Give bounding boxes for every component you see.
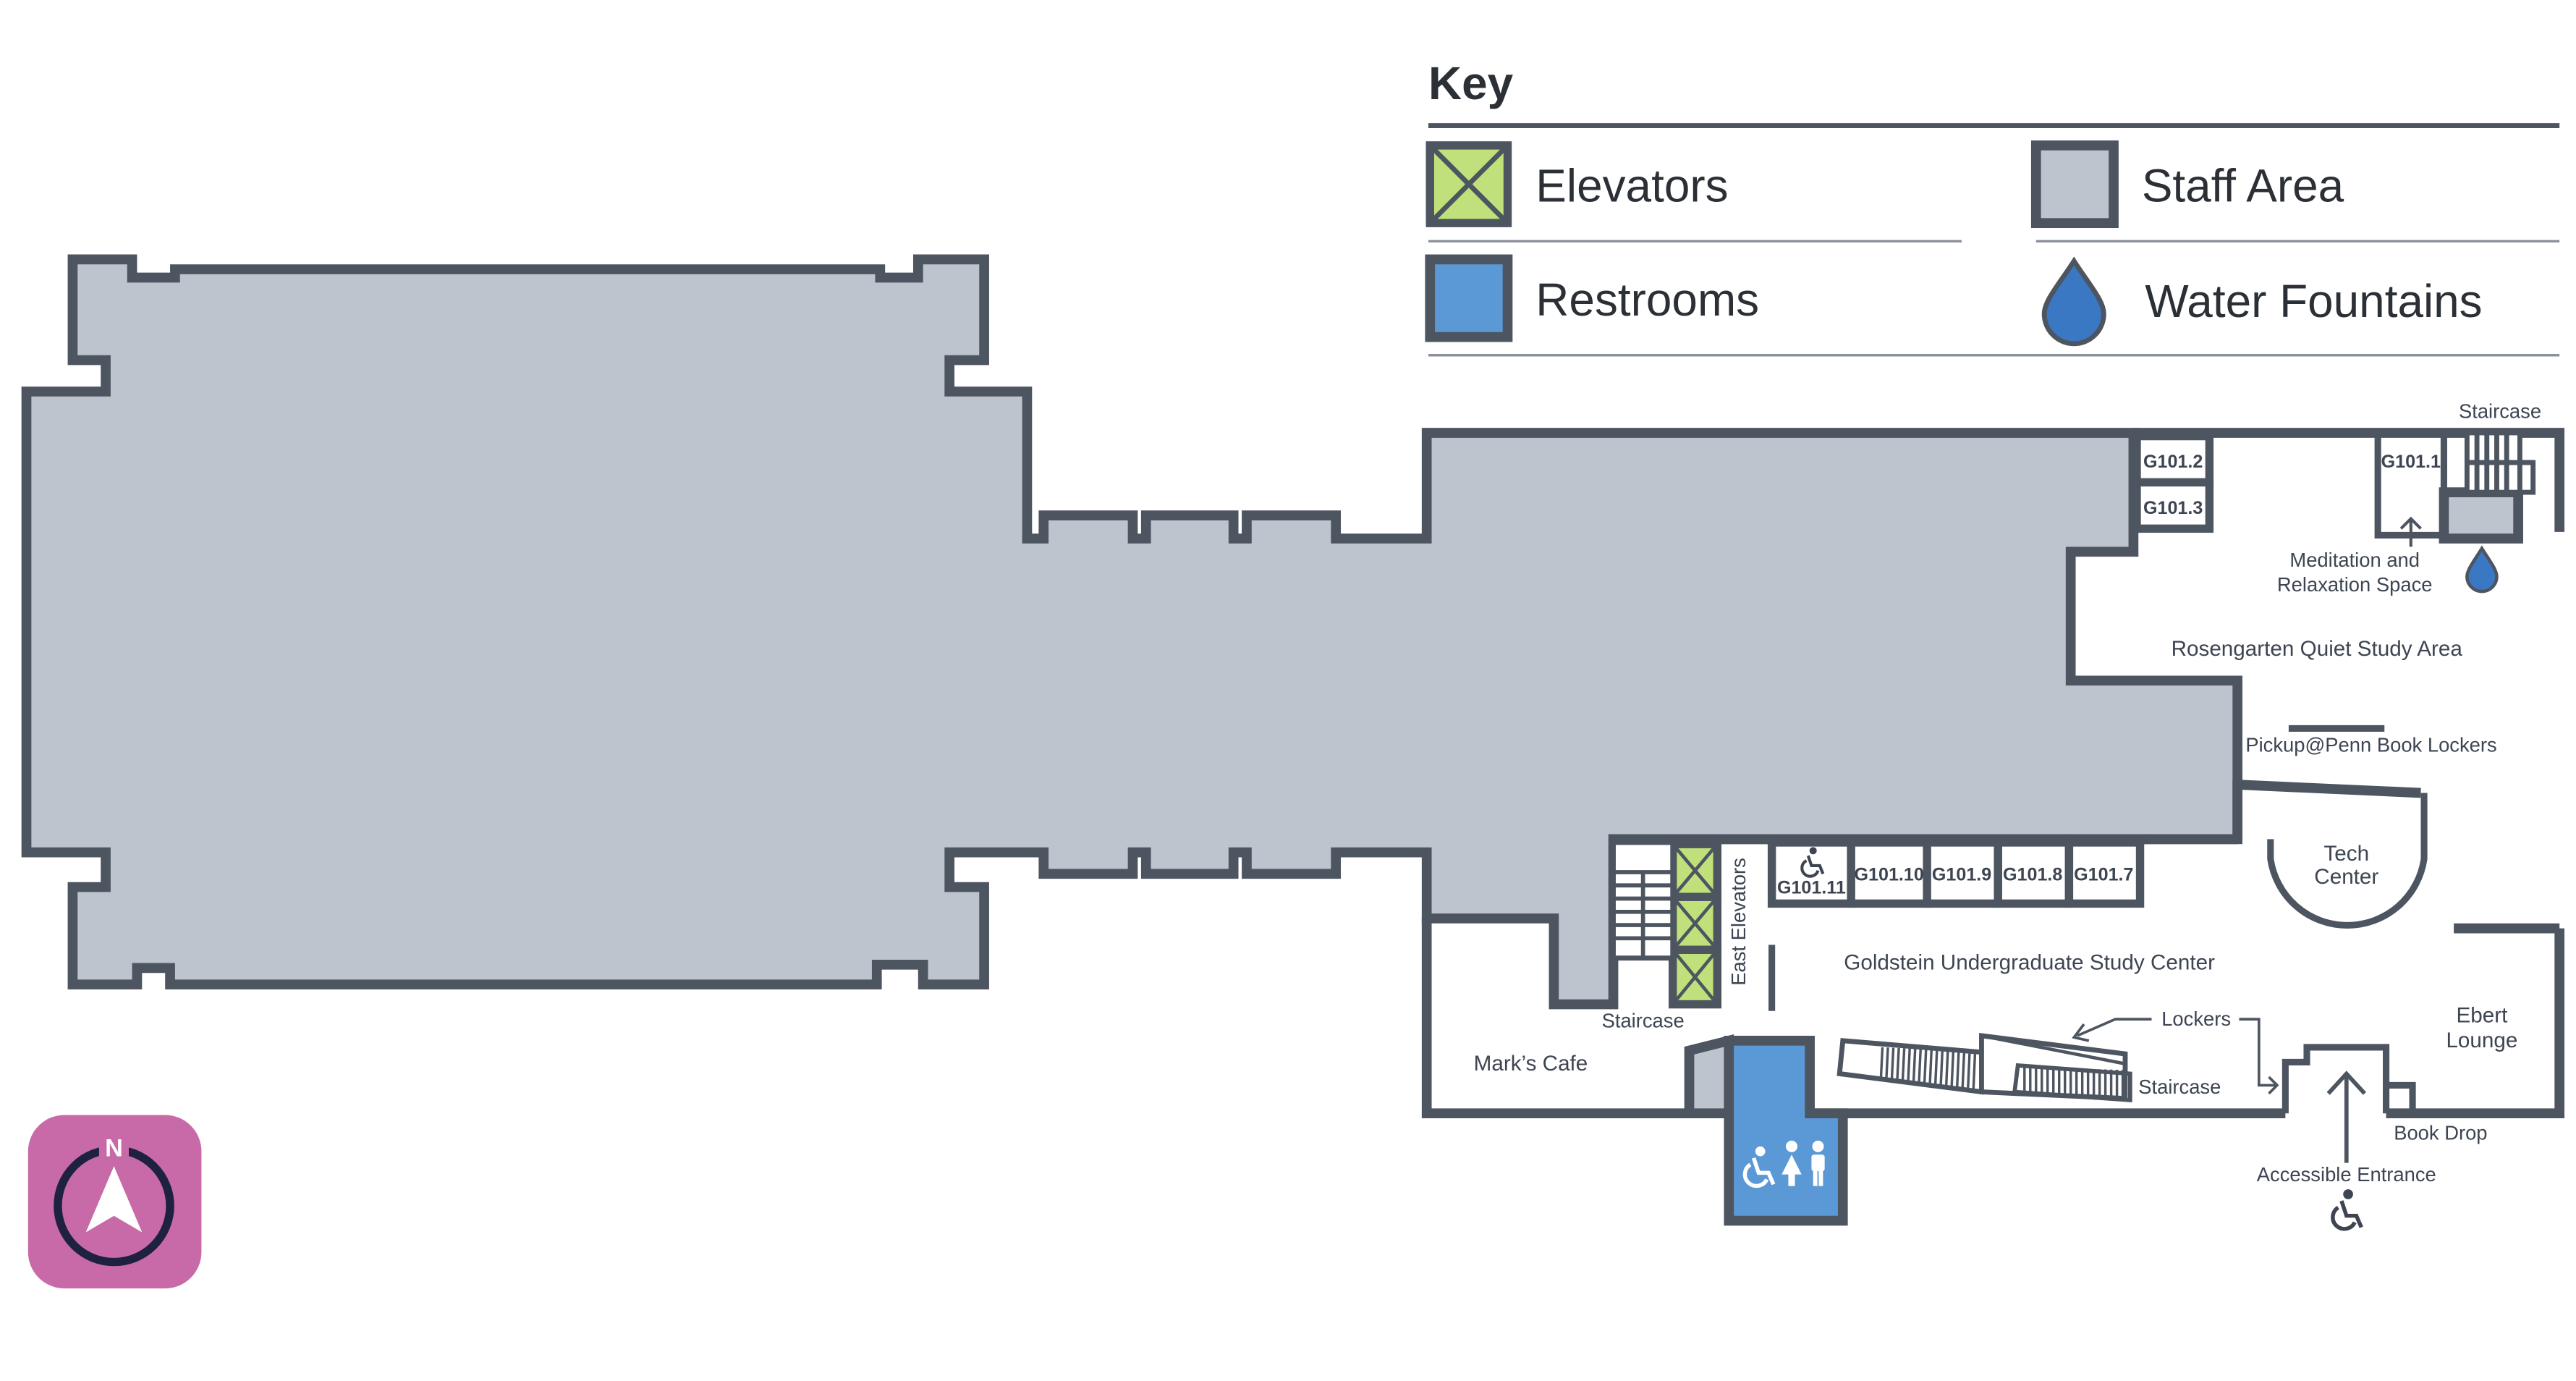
room-g101-3 bbox=[2132, 478, 2214, 533]
label-staircase-central: Staircase bbox=[2138, 1076, 2221, 1098]
room-label-g101-11: G101.11 bbox=[1777, 878, 1846, 898]
water-drop-icon bbox=[2465, 545, 2499, 594]
stair-tread bbox=[1885, 1047, 1889, 1081]
entrance-vestibule: Book Drop Accessible Entrance bbox=[2239, 1018, 2488, 1231]
room-label-g101-10: G101.10 bbox=[1855, 864, 1924, 884]
water-drop-icon bbox=[2041, 256, 2106, 347]
room-label-g101-8: G101.8 bbox=[2003, 864, 2062, 884]
label-lounge: Lounge bbox=[2446, 1029, 2517, 1052]
room-label-g101-2: G101.2 bbox=[2143, 452, 2203, 472]
key-staff-area: Staff Area bbox=[2030, 140, 2344, 229]
stair-tread bbox=[1879, 1047, 1884, 1081]
label-center: Center bbox=[2314, 865, 2378, 889]
tech-center: Tech Center bbox=[2267, 793, 2428, 929]
label-marks-cafe: Mark’s Cafe bbox=[1474, 1052, 1588, 1076]
elevator-icon bbox=[1425, 141, 1512, 227]
study-rooms-row: G101.11 G101.10 G101.9 G101.8 G101.7 bbox=[1767, 838, 2145, 908]
east-elevators: East Elevators bbox=[1669, 840, 1750, 1009]
central-staircase-icon bbox=[1836, 1033, 2132, 1103]
key-label-staff-area: Staff Area bbox=[2142, 160, 2344, 212]
label-lockers: Lockers bbox=[2161, 1008, 2231, 1030]
room-g101-7 bbox=[2064, 838, 2145, 908]
arrow-right-icon bbox=[2239, 1018, 2279, 1095]
room-label-g101-1: G101.1 bbox=[2381, 452, 2441, 472]
man-icon bbox=[1811, 1140, 1825, 1186]
key-label-water-fountains: Water Fountains bbox=[2145, 275, 2482, 327]
wheelchair-icon bbox=[1742, 1146, 1776, 1188]
stair-tread bbox=[1961, 1050, 1966, 1088]
staff-area-west bbox=[21, 254, 2243, 1010]
stair-tread bbox=[1923, 1049, 1928, 1085]
stair-tread bbox=[1896, 1047, 1900, 1082]
restroom-icon bbox=[1742, 1140, 1825, 1188]
label-staircase-west: Staircase bbox=[1602, 1010, 1685, 1032]
elevator-icon bbox=[1669, 945, 1722, 1009]
label-east-elevators: East Elevators bbox=[1727, 858, 1750, 985]
stair-tread bbox=[1912, 1048, 1917, 1084]
label-goldstein: Goldstein Undergraduate Study Center bbox=[1844, 951, 2215, 975]
stair-tread bbox=[1928, 1049, 1933, 1085]
room-label-g101-3: G101.3 bbox=[2143, 498, 2203, 518]
label-meditation-line2: Relaxation Space bbox=[2277, 573, 2433, 596]
wheelchair-icon bbox=[2331, 1189, 2363, 1231]
key-restrooms: Restrooms bbox=[1425, 254, 1759, 342]
stair-tread bbox=[1939, 1050, 1944, 1086]
key-label-elevators: Elevators bbox=[1535, 160, 1728, 212]
woman-icon bbox=[1781, 1140, 1802, 1186]
label-rosengarten: Rosengarten Quiet Study Area bbox=[2172, 637, 2463, 661]
label-pickup-lockers: Pickup@Penn Book Lockers bbox=[2245, 733, 2496, 756]
stair-tread bbox=[1950, 1050, 1955, 1087]
key-title: Key bbox=[1428, 57, 1514, 109]
compass-north-label: N bbox=[105, 1135, 123, 1162]
staircase-northeast-icon bbox=[2464, 430, 2536, 495]
stair-tread bbox=[1972, 1051, 1977, 1089]
key-elevators: Elevators bbox=[1425, 141, 1729, 227]
stair-tread bbox=[1933, 1050, 1939, 1086]
staff-area-swatch-icon bbox=[2030, 140, 2119, 229]
staircase-west-icon bbox=[1611, 840, 1676, 961]
staff-area-northeast bbox=[2439, 487, 2523, 544]
stair-tread bbox=[1967, 1051, 1971, 1089]
label-staircase-northeast: Staircase bbox=[2459, 400, 2541, 422]
key-water-fountains: Water Fountains bbox=[2041, 256, 2483, 347]
elevator-icon bbox=[1669, 840, 1722, 901]
label-accessible-entrance: Accessible Entrance bbox=[2257, 1163, 2436, 1186]
stair-tread bbox=[1890, 1047, 1895, 1082]
compass: N bbox=[27, 1115, 202, 1289]
wheelchair-icon bbox=[1800, 847, 1825, 878]
label-meditation-line1: Meditation and bbox=[2289, 549, 2420, 571]
stair-tread bbox=[1901, 1048, 1906, 1083]
map-key: Key Elevators Restrooms Staff Area Water… bbox=[1425, 57, 2560, 357]
restroom-swatch-icon bbox=[1425, 254, 1513, 342]
entrance-arrow-icon bbox=[2326, 1070, 2367, 1163]
room-g101-2 bbox=[2132, 431, 2214, 487]
room-label-g101-7: G101.7 bbox=[2074, 864, 2133, 884]
stair-tread bbox=[1955, 1050, 1960, 1088]
key-label-restrooms: Restrooms bbox=[1535, 274, 1759, 326]
stair-tread bbox=[1918, 1049, 1922, 1084]
room-label-g101-9: G101.9 bbox=[1932, 864, 1991, 884]
stair-tread bbox=[1944, 1050, 1949, 1086]
stair-tread bbox=[1907, 1048, 1911, 1084]
label-tech: Tech bbox=[2323, 842, 2369, 866]
room-g101-8 bbox=[1994, 838, 2074, 908]
arrow-lockers-icon bbox=[2072, 1018, 2152, 1042]
north-arrow-icon bbox=[85, 1166, 143, 1233]
restrooms-area bbox=[1724, 1035, 1848, 1226]
label-book-drop: Book Drop bbox=[2394, 1122, 2487, 1144]
staff-area-cafe bbox=[1684, 1034, 1734, 1119]
label-ebert: Ebert bbox=[2456, 1004, 2508, 1028]
arrow-up-icon bbox=[2399, 516, 2422, 547]
top-right-rooms: G101.2 G101.3 G101.1 Staircase Meditatio… bbox=[2132, 400, 2541, 756]
elevator-icon bbox=[1669, 892, 1722, 954]
